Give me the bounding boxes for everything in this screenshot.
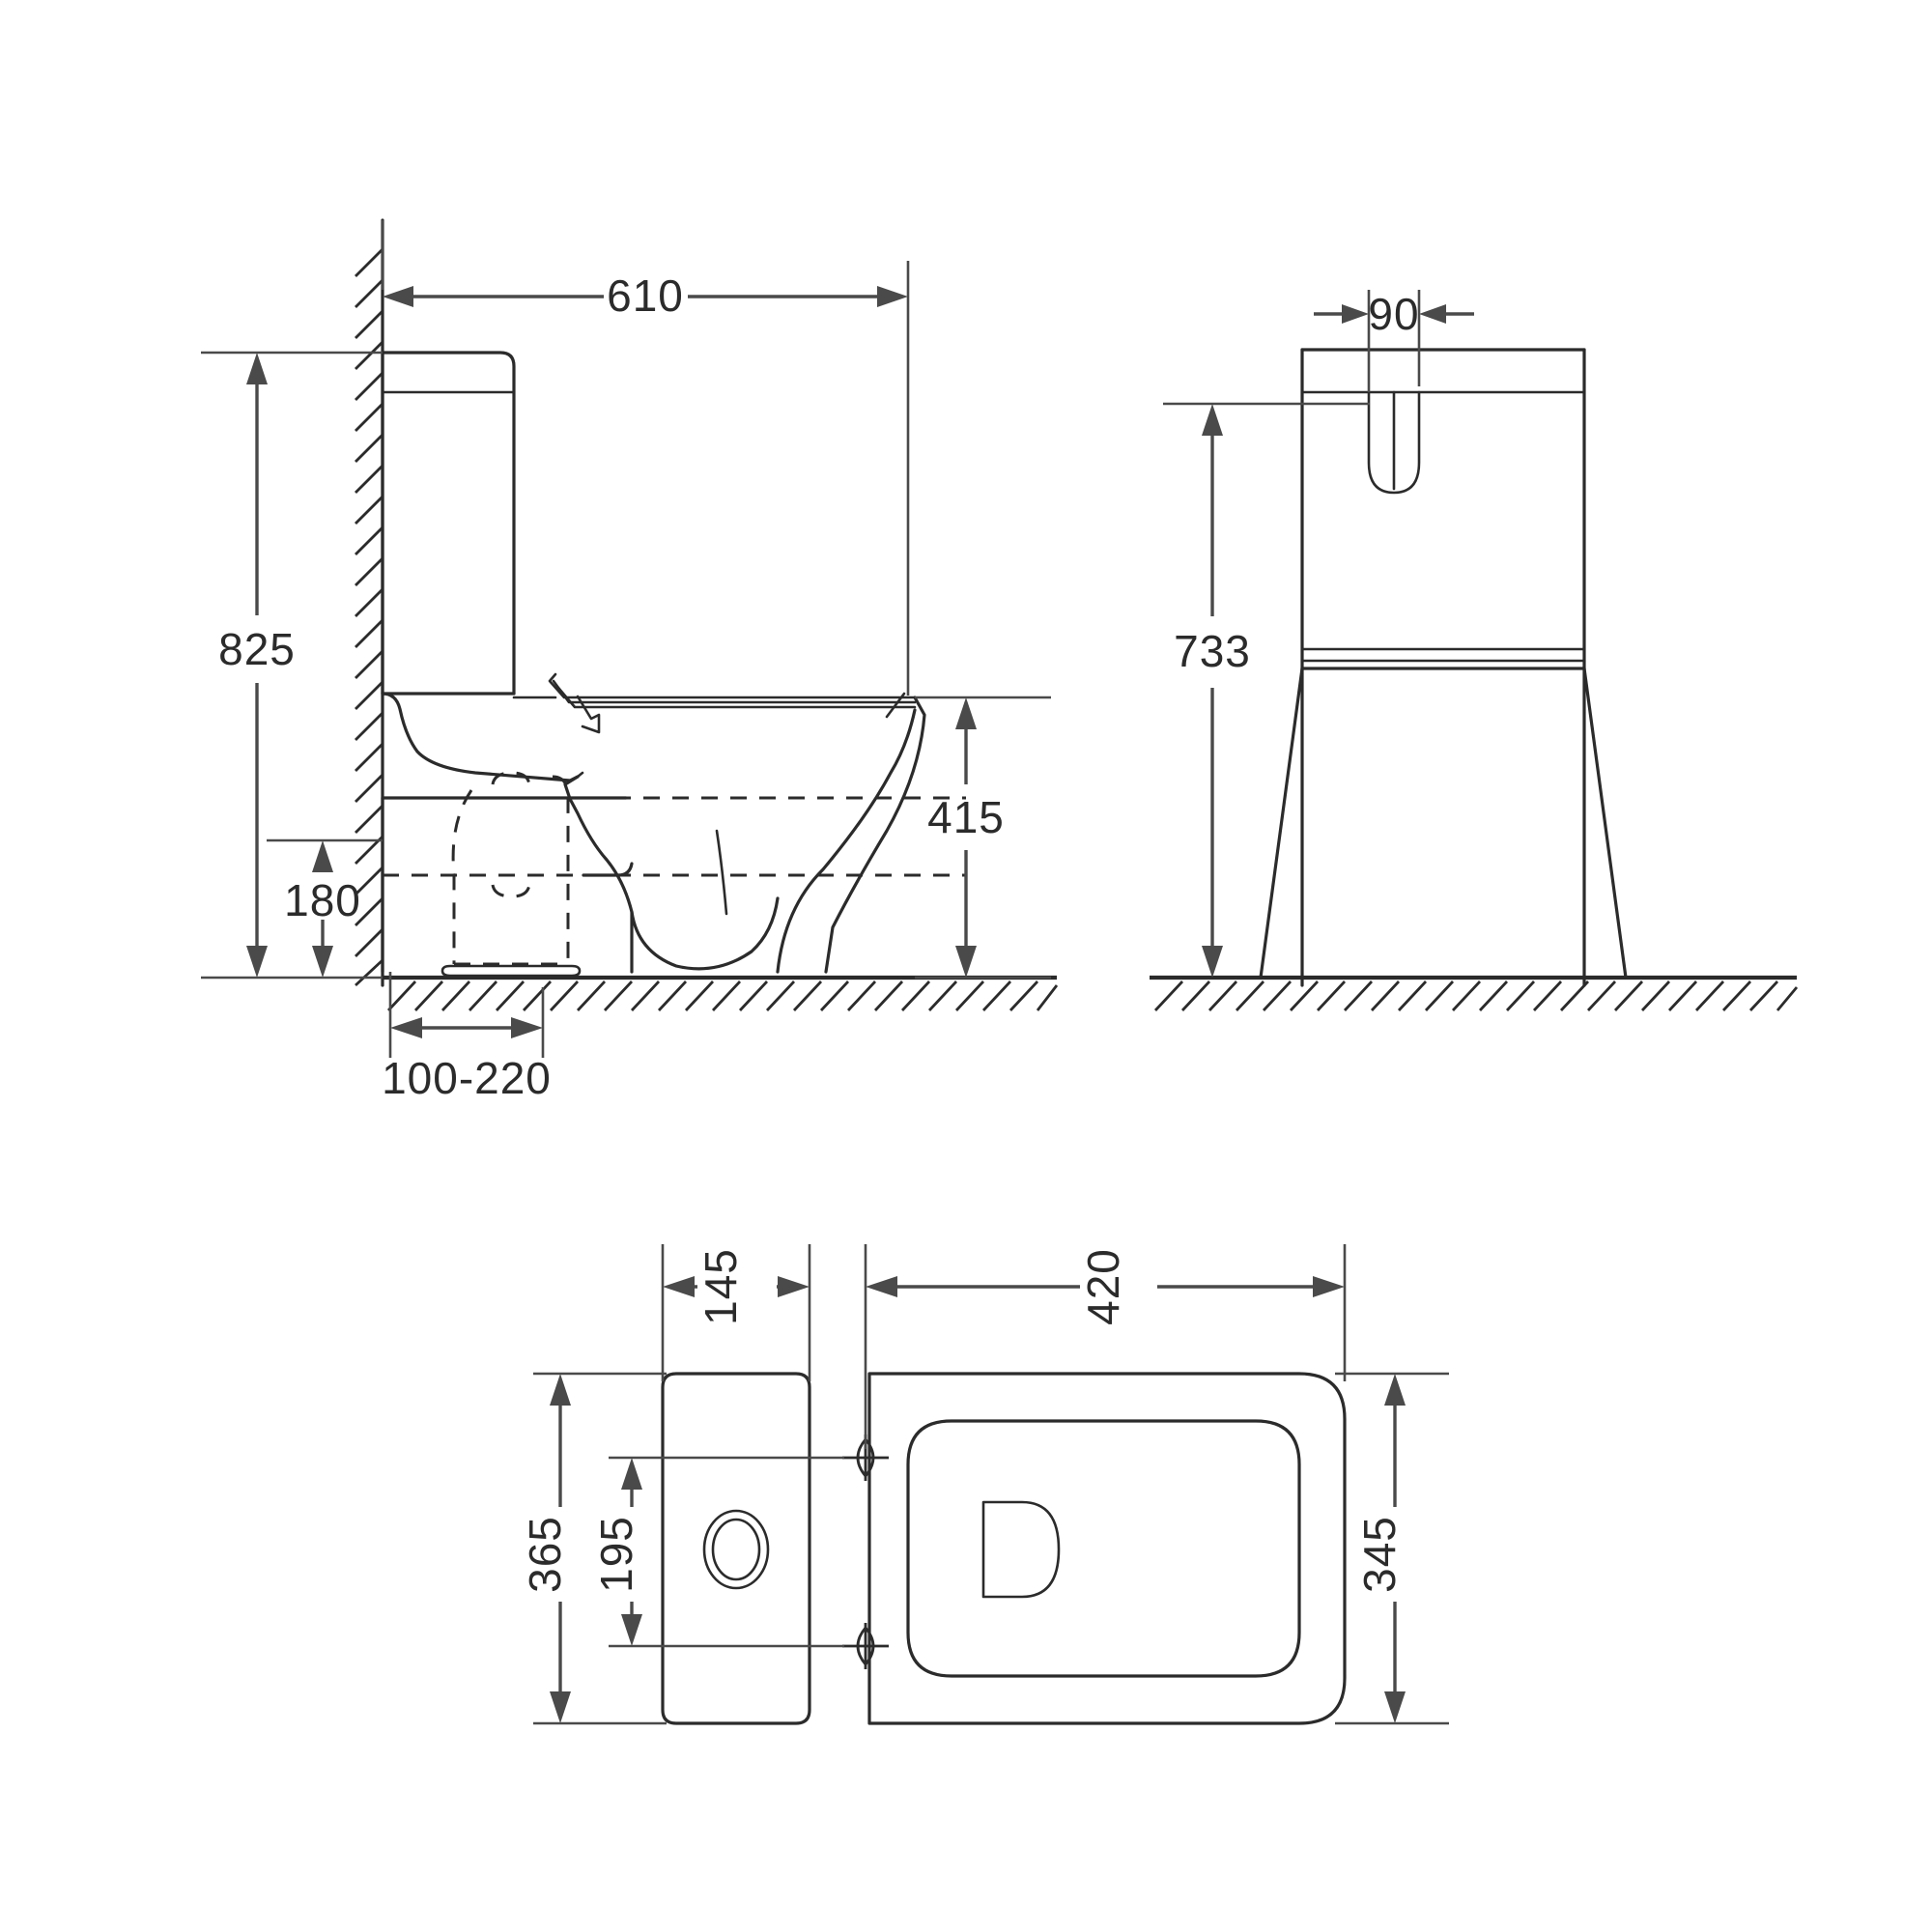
dim-label-825: 825 xyxy=(218,624,296,674)
arrow-top-195 xyxy=(621,1458,642,1490)
seat-lid-lower xyxy=(556,686,917,709)
fixing-bolt-bottom-icon xyxy=(842,1623,889,1669)
seat-hinge-d-icon xyxy=(981,1500,1061,1599)
arrow-right-420 xyxy=(1313,1276,1345,1297)
outlet-flange xyxy=(440,964,582,978)
dim-420-group: 420 xyxy=(864,1244,1347,1449)
arrow-left-610 xyxy=(383,286,413,307)
arrow-bottom-180 xyxy=(312,946,333,978)
front-floor-hatching xyxy=(1153,980,1799,1011)
dim-label-415: 415 xyxy=(927,792,1005,842)
front-pedestal-left xyxy=(1259,667,1304,980)
plan-bowl-outline xyxy=(867,1372,1347,1725)
dim-825-group: 825 xyxy=(201,351,383,980)
arrow-top-733 xyxy=(1202,404,1223,436)
dim-label-180: 180 xyxy=(284,875,361,925)
flush-fitting-detail xyxy=(576,695,601,734)
arrow-top-415 xyxy=(955,697,977,729)
arrow-bottom-365 xyxy=(550,1691,571,1723)
dim-733-group: 733 xyxy=(1163,402,1370,978)
dim-label-195: 195 xyxy=(591,1516,641,1593)
arrow-top-180 xyxy=(312,840,333,872)
wall-hatching xyxy=(355,248,384,987)
arrow-right-610 xyxy=(877,286,908,307)
floor-hatching xyxy=(386,980,1059,1011)
plan-view: 145 420 365 xyxy=(520,1244,1449,1725)
dim-label-90: 90 xyxy=(1368,289,1419,339)
arrow-bottom-733 xyxy=(1202,946,1223,978)
arrow-bottom-415 xyxy=(955,946,977,978)
hidden-outlet-pipe xyxy=(383,771,966,966)
cistern-outline xyxy=(381,351,516,696)
trap-inner-hint xyxy=(715,829,728,916)
dim-label-733: 733 xyxy=(1174,626,1251,676)
arrow-bottom-825 xyxy=(246,946,268,978)
bowl-pedestal-front xyxy=(776,708,917,974)
inlet-hole-outer-icon xyxy=(702,1509,770,1590)
bowl-pedestal-outer xyxy=(824,696,926,974)
arrow-bottom-345 xyxy=(1384,1691,1406,1723)
dim-label-345: 345 xyxy=(1354,1516,1405,1593)
flush-button-icon[interactable] xyxy=(1367,390,1421,495)
arrow-left-100-220 xyxy=(390,1017,422,1038)
dim-label-100-220: 100-220 xyxy=(382,1053,552,1103)
dim-180-group: 180 xyxy=(267,838,383,978)
dim-365-group: 365 xyxy=(520,1372,667,1725)
front-pedestal-right xyxy=(1582,667,1628,980)
bowl-notch xyxy=(563,771,584,786)
dim-195-group: 195 xyxy=(591,1456,844,1648)
seat-lid-upper xyxy=(548,672,917,699)
dim-145-group: 145 xyxy=(661,1244,811,1381)
dim-label-365: 365 xyxy=(520,1516,570,1593)
side-elevation-view: 610 825 180 415 xyxy=(201,218,1059,1103)
arrow-left-90 xyxy=(1419,304,1446,324)
bowl-rear-profile xyxy=(381,692,580,782)
arrow-right-145 xyxy=(778,1276,810,1297)
bowl-rim-tick xyxy=(885,692,906,719)
body-ledge-lower xyxy=(582,862,634,877)
dim-415-group: 415 xyxy=(915,696,1051,980)
arrow-left-420 xyxy=(866,1276,897,1297)
arrow-top-825 xyxy=(246,353,268,384)
arrow-bottom-195 xyxy=(621,1614,642,1646)
bowl-inner-profile xyxy=(563,775,634,974)
arrow-left-145 xyxy=(663,1276,695,1297)
dim-90-group: 90 xyxy=(1314,289,1474,392)
dim-label-610: 610 xyxy=(607,270,684,321)
inlet-hole-inner-icon xyxy=(711,1518,761,1581)
arrow-top-345 xyxy=(1384,1374,1406,1406)
plan-seat-inner-outline xyxy=(906,1419,1301,1678)
dim-label-145: 145 xyxy=(696,1248,746,1325)
bowl-trap-curve xyxy=(630,896,780,971)
dim-100-220-group: 100-220 xyxy=(382,972,552,1103)
seat-lid-mid xyxy=(552,679,917,704)
arrow-top-365 xyxy=(550,1374,571,1406)
arrow-right-100-220 xyxy=(511,1017,543,1038)
arrow-right-90 xyxy=(1342,304,1369,324)
dim-345-group: 345 xyxy=(1335,1372,1449,1725)
plan-cistern-outline xyxy=(661,1372,811,1725)
dim-610-group: 610 xyxy=(381,220,910,696)
dim-label-420: 420 xyxy=(1078,1248,1128,1325)
front-elevation-view: 90 733 xyxy=(1150,289,1799,1011)
